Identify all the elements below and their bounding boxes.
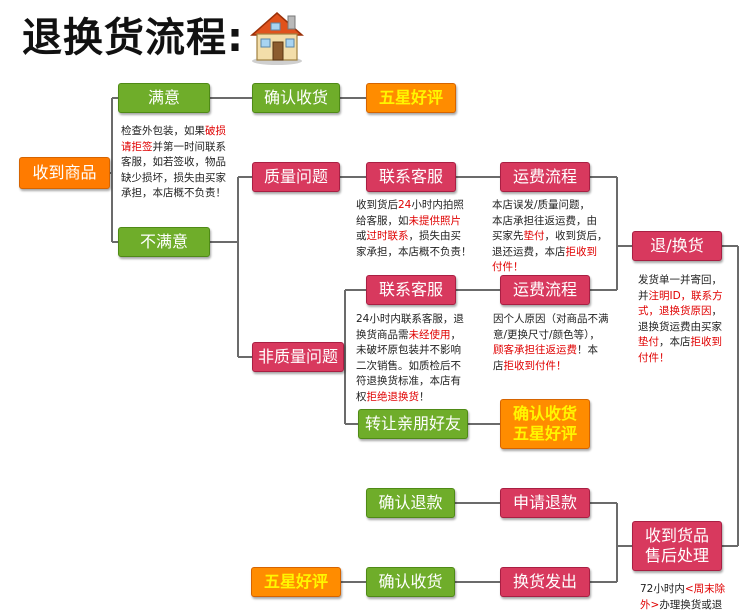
quality-shipping-note: 本店误发/质量问题， 本店承担往返运费，由 买家先垫付，收到货后， 退还运费，本… [492,199,608,273]
five-star-top-box: 五星好评 [366,83,456,113]
apply-refund-box: 申请退款 [500,488,590,518]
unsatisfied-box: 不满意 [118,227,210,257]
return-exchange-box: 退/换货 [632,231,722,261]
contact-cs-quality-box: 联系客服 [366,162,456,192]
nonquality-contact-note: 24小时内联系客服，退 换货商品需未经使用， 未破坏原包装并不影响 二次销售。如… [356,313,464,403]
contact-cs-nonquality-box: 联系客服 [366,275,456,305]
confirm-receipt-top-box: 确认收货 [252,83,340,113]
quality-contact-note: 收到货后24小时内拍照 给客服，如未提供照片 或过时联系，损失由买 家承担，本店… [356,199,472,258]
received-aftersale-box: 收到货品 售后处理 [632,521,722,571]
exchange-ship-box: 换货发出 [500,567,590,597]
satisfied-box: 满意 [118,83,210,113]
shipping-quality-box: 运费流程 [500,162,590,192]
return-note: 发货单一并寄回， 并注明ID，联系方 式，退换货原因， 退换货运费由买家 垫付，… [638,274,723,364]
non-quality-issue-box: 非质量问题 [252,342,344,372]
confirm-receipt-bottom-box: 确认收货 [366,567,455,597]
shipping-nonquality-box: 运费流程 [500,275,590,305]
confirm-refund-box: 确认退款 [366,488,455,518]
house-icon [250,12,304,65]
aftersale-note: 72小时内<周末除 外>办理换货或退 [640,583,726,611]
confirm-five-star-box: 确认收货 五星好评 [500,399,590,449]
transfer-friend-box: 转让亲朋好友 [358,409,468,439]
page-title: 退换货流程: [22,15,244,61]
nonquality-shipping-note: 因个人原因（对商品不满 意/更换尺寸/颜色等）， 顾客承担往返运费！本 店拒收到… [493,313,609,372]
receive-goods-box: 收到商品 [19,157,110,189]
five-star-bottom-box: 五星好评 [251,567,341,597]
quality-issue-box: 质量问题 [252,162,340,192]
inspect-note: 检查外包装，如果破损 请拒签并第一时间联系 客服，如若签收，物品 缺少损坏，损失… [121,125,226,199]
